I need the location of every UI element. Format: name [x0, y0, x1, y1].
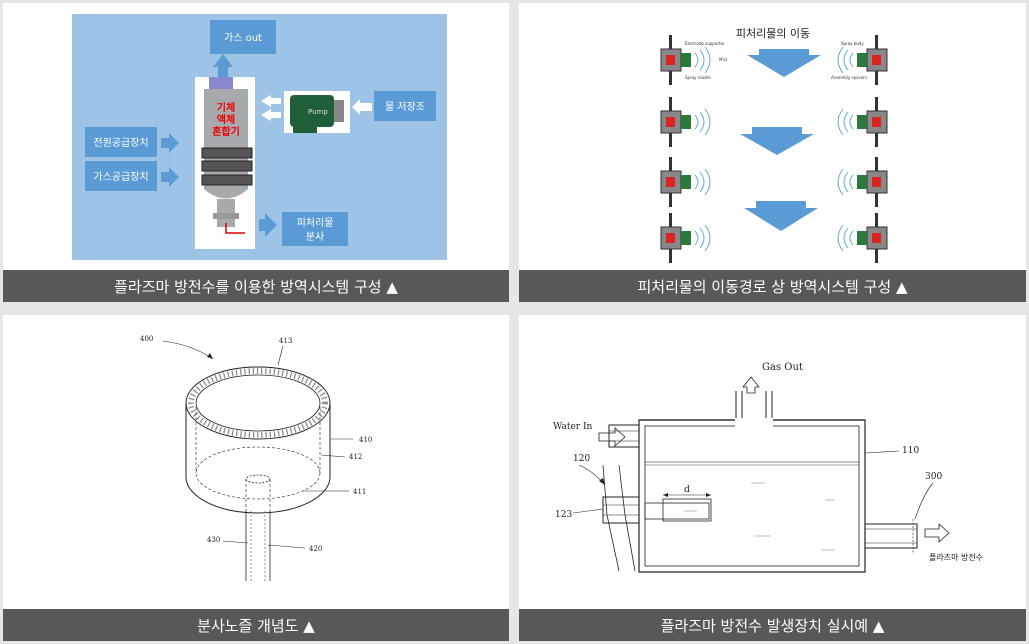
mixer-label-2: 액체	[217, 113, 235, 126]
plasma-water-label: 플라즈마 방전수	[929, 552, 983, 562]
label-420: 420	[309, 545, 322, 553]
caption-plasma-device: 플라즈마 방전수 발생장치 실시예 ▲	[519, 609, 1026, 641]
left-device-4	[660, 213, 711, 263]
pump-label: Pump	[308, 108, 328, 116]
label-400: 400	[140, 335, 153, 343]
spray-label-2: 분사	[306, 231, 324, 243]
plasma-device-diagram: Gas Out Water In 120 123	[553, 362, 983, 573]
caption-nozzle-concept: 분사노즐 개념도 ▲	[3, 609, 509, 641]
nozzle-concept-diagram: 400 413 410 412 411 430 420	[140, 335, 372, 581]
label-110: 110	[902, 446, 919, 456]
spray-label-1: 피처리물	[297, 217, 334, 229]
label-412: 412	[349, 453, 362, 461]
right-device-3	[837, 157, 888, 207]
right-device-1: Spray body Assembly spacers	[831, 35, 888, 85]
gas-out-label: Gas Out	[762, 362, 803, 373]
label-410: 410	[359, 436, 372, 444]
panel-movement-system: 피처리물의 이동 Electrode supporter Mist Spray …	[519, 3, 1026, 302]
power-supply-label: 전원공급장치	[93, 137, 148, 149]
water-in-label: Water In	[553, 422, 592, 432]
panel-nozzle-concept: 400 413 410 412 411 430 420 분사노즐 개념도	[3, 315, 509, 641]
right-device-2	[837, 97, 888, 147]
label-d: d	[684, 485, 690, 495]
assembly-label: Assembly spacers	[831, 75, 867, 80]
label-411: 411	[353, 488, 366, 496]
mixer-label-3: 혼합기	[212, 125, 240, 138]
label-120: 120	[573, 454, 590, 464]
right-device-4	[837, 213, 888, 263]
panel-plasma-system: 가스 out 기체 액체 혼합기 Pump 물 저장조 전원공급장치	[3, 3, 509, 302]
gas-out-label: 가스 out	[224, 32, 262, 44]
label-430: 430	[207, 536, 220, 544]
caption-plasma-system: 플라즈마 방전수를 이용한 방역시스템 구성 ▲	[3, 270, 509, 302]
spray-body-label: Spray body	[841, 41, 864, 46]
label-413: 413	[279, 337, 292, 345]
movement-system-diagram: 피처리물의 이동 Electrode supporter Mist Spray …	[660, 27, 888, 263]
left-device-3	[660, 157, 711, 207]
mist-label: Mist	[719, 57, 728, 62]
gas-supply-label: 가스공급장치	[93, 171, 148, 183]
movement-title: 피처리물의 이동	[736, 27, 810, 40]
spray-nozzle-label: Spray nozzle	[685, 75, 711, 80]
water-tank-label: 물 저장조	[385, 101, 425, 113]
panel-plasma-device: Gas Out Water In 120 123	[519, 315, 1026, 641]
left-device-1: Electrode supporter Mist Spray nozzle	[660, 35, 728, 85]
caption-movement-system: 피처리물의 이동경로 상 방역시스템 구성 ▲	[519, 270, 1026, 302]
electrode-label: Electrode supporter	[685, 41, 725, 46]
label-300: 300	[925, 472, 942, 482]
mixer-label-1: 기체	[217, 101, 235, 114]
label-123: 123	[555, 510, 572, 520]
left-device-2	[660, 97, 711, 147]
plasma-system-diagram: 가스 out 기체 액체 혼합기 Pump 물 저장조 전원공급장치	[72, 14, 447, 260]
